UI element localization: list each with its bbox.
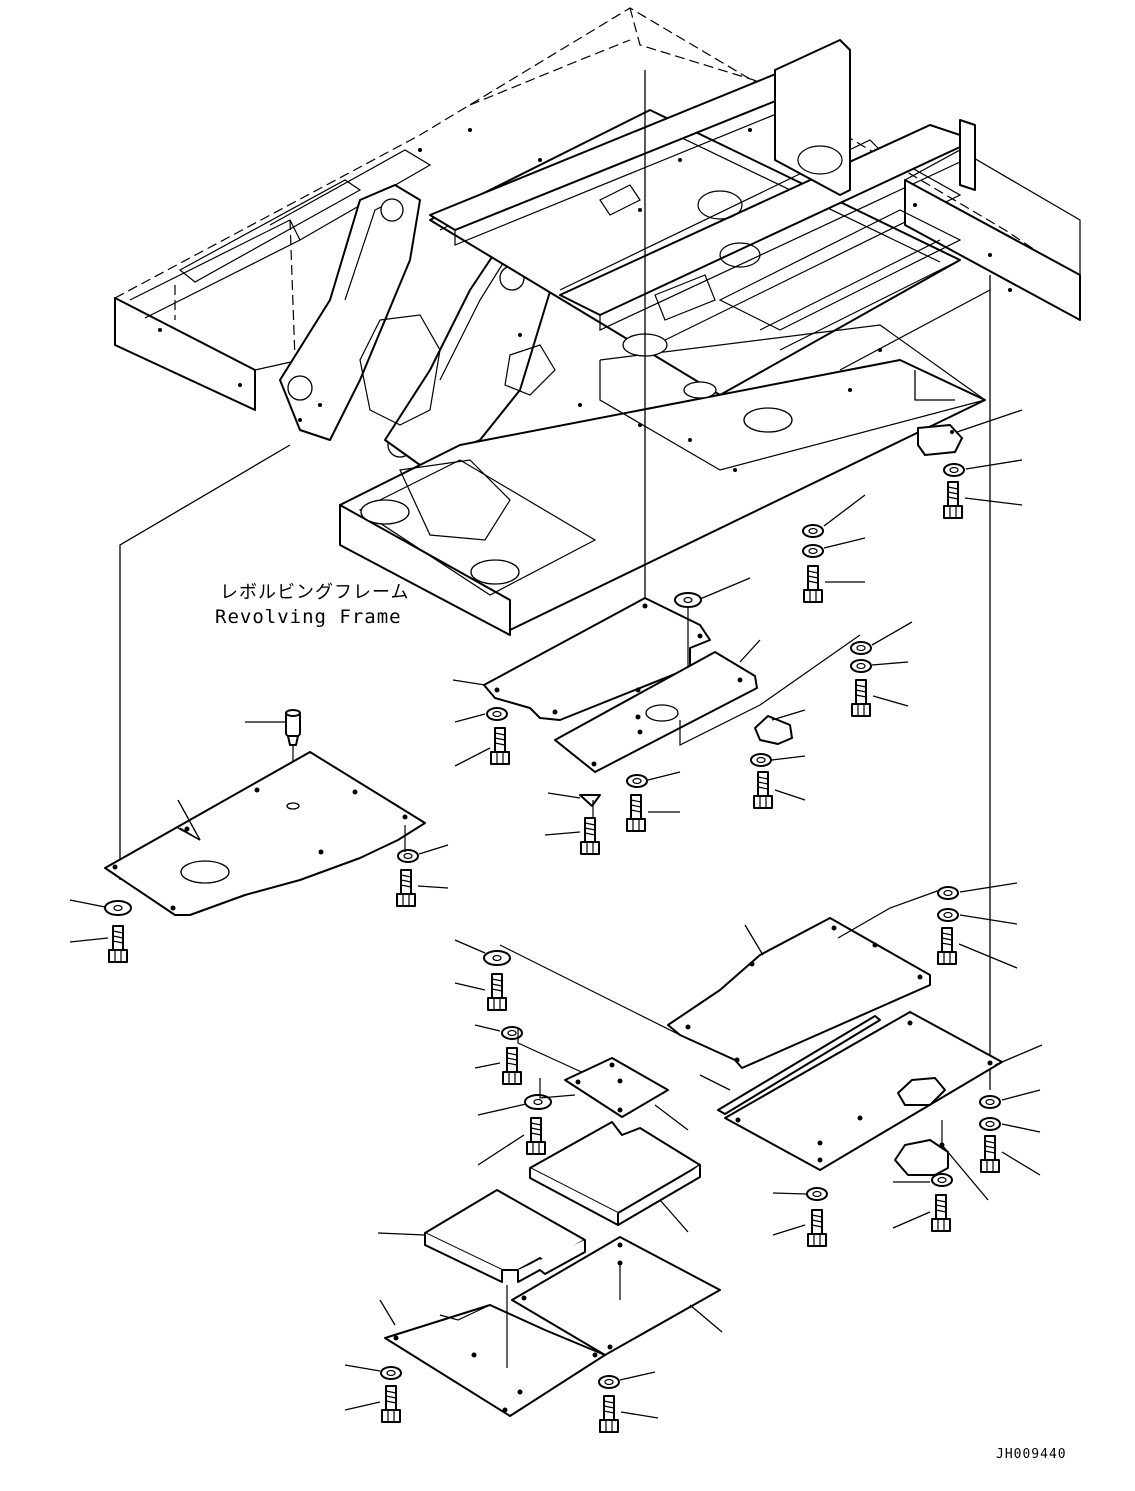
- drawing-id: JH009440: [996, 1447, 1067, 1462]
- revolving-frame: [114, 7, 1081, 1090]
- right-lower-covers: [667, 882, 1043, 1247]
- center-lower-covers: [344, 939, 723, 1433]
- small-cover-upper-right: [917, 409, 1023, 519]
- left-large-cover: [69, 709, 449, 963]
- frame-label-jp: レボルビングフレーム: [220, 582, 409, 603]
- center-covers: [452, 494, 913, 855]
- frame-label-en: Revolving Frame: [215, 606, 402, 628]
